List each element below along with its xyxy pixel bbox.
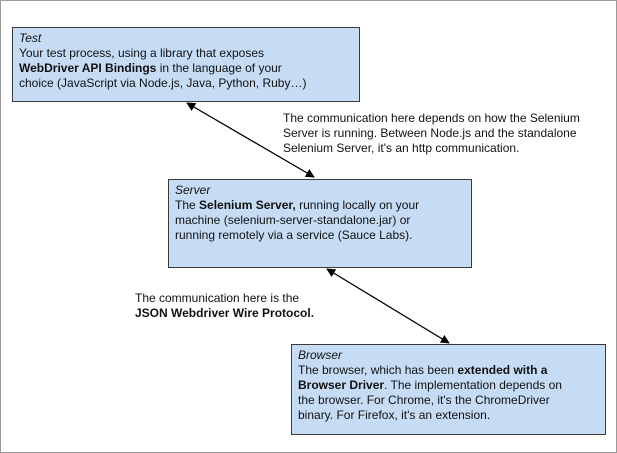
test-line2: in the language of your bbox=[156, 61, 282, 75]
server-line1: running locally on your bbox=[295, 198, 420, 212]
note-top-line2: Server is running. Between Node.js and t… bbox=[283, 126, 577, 140]
test-bold: WebDriver API Bindings bbox=[19, 61, 157, 75]
browser-bold2: Browser Driver bbox=[298, 378, 385, 392]
note-top-line3: Selenium Server, it's an http communicat… bbox=[283, 141, 520, 155]
server-bold: Selenium Server, bbox=[199, 198, 296, 212]
browser-line1: The browser, which has been bbox=[298, 363, 458, 377]
test-line3: choice (JavaScript via Node.js, Java, Py… bbox=[19, 76, 307, 90]
server-line3: running remotely via a service (Sauce La… bbox=[175, 228, 413, 242]
note-bottom-line1: The communication here is the bbox=[135, 291, 300, 305]
server-title: Server bbox=[175, 183, 211, 197]
arrow-test-server bbox=[186, 102, 315, 178]
browser-bold1: extended with a bbox=[457, 363, 548, 377]
arrow-server-browser bbox=[326, 268, 450, 344]
note-top-line1: The communication here depends on how th… bbox=[283, 111, 580, 125]
browser-line3: the browser. For Chrome, it's the Chrome… bbox=[298, 393, 550, 407]
test-box: Test Your test process, using a library … bbox=[12, 27, 360, 102]
browser-box: Browser The browser, which has been exte… bbox=[291, 344, 606, 435]
test-title: Test bbox=[19, 31, 42, 45]
server-box: Server The Selenium Server, running loca… bbox=[168, 179, 472, 268]
browser-title: Browser bbox=[298, 348, 343, 362]
server-prefix: The bbox=[175, 198, 200, 212]
browser-line4: binary. For Firefox, it's an extension. bbox=[298, 408, 491, 422]
browser-line2: . The implementation depends on bbox=[384, 378, 562, 392]
note-server-browser: The communication here is the JSON Webdr… bbox=[135, 291, 365, 321]
server-line2: machine (selenium-server-standalone.jar)… bbox=[175, 213, 411, 227]
note-test-server: The communication here depends on how th… bbox=[283, 111, 583, 156]
test-line1: Your test process, using a library that … bbox=[19, 46, 265, 60]
note-bottom-bold: JSON Webdriver Wire Protocol. bbox=[135, 306, 315, 320]
